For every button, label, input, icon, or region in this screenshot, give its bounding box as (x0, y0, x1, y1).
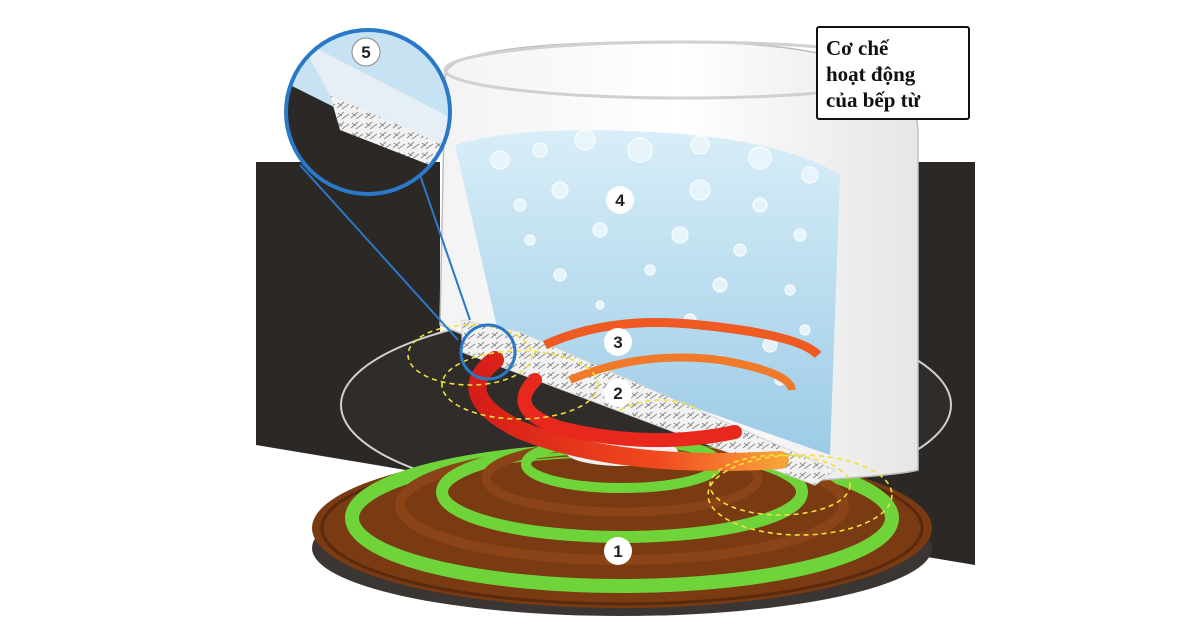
pot (439, 40, 923, 486)
title-line-1: Cơ chế (826, 36, 889, 60)
induction-coil (312, 435, 932, 616)
title-box: Cơ chế hoạt động của bếp từ (816, 26, 970, 120)
magnetic-field-lines (407, 324, 893, 536)
marker-5-label: 5 (361, 43, 370, 62)
water (455, 130, 840, 455)
marker-3: 3 (604, 328, 632, 356)
marker-3-label: 3 (613, 333, 622, 352)
marker-1: 1 (604, 537, 632, 565)
marker-4: 4 (606, 186, 634, 214)
marker-5: 5 (351, 37, 381, 67)
title-line-2: hoạt động (826, 62, 916, 86)
marker-2: 2 (604, 379, 632, 407)
heat-zone (468, 318, 822, 471)
marker-2-label: 2 (613, 384, 622, 403)
marker-1-label: 1 (613, 542, 622, 561)
marker-4-label: 4 (615, 191, 625, 210)
title-line-3: của bếp từ (826, 88, 921, 112)
